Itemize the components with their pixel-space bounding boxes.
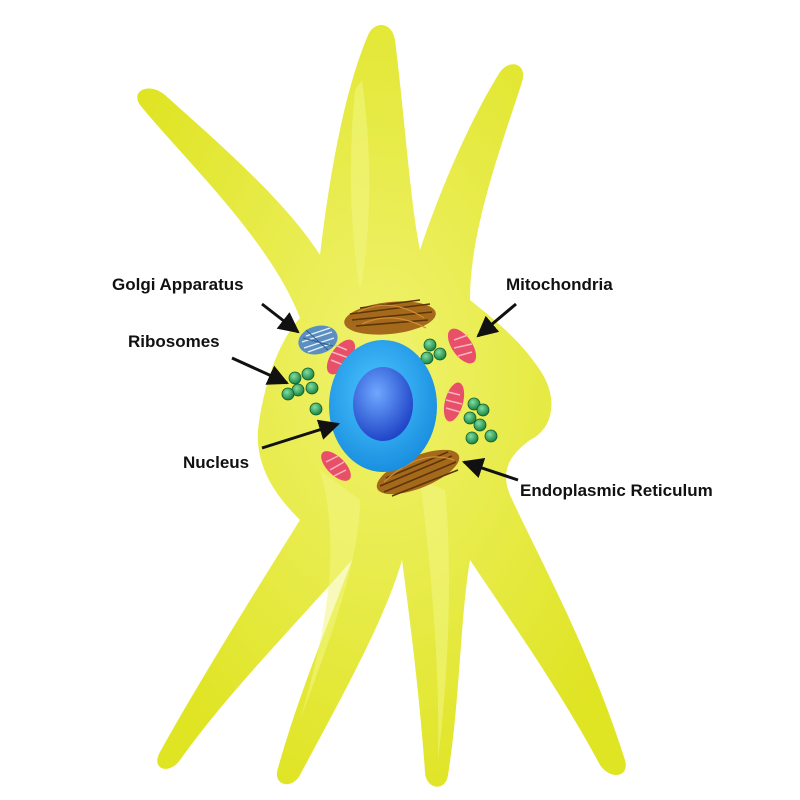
ribosomes-label: Ribosomes [128, 332, 220, 351]
mitochondrion [447, 328, 477, 364]
mitochondrion [443, 382, 465, 422]
cytoplasm-highlight [300, 80, 450, 760]
ribosome [433, 347, 447, 361]
ribosome [305, 381, 319, 395]
ribosome [423, 338, 437, 352]
nucleus-arrow [261, 419, 341, 450]
golgi-apparatus [298, 325, 338, 355]
er-label: Endoplasmic Reticulum [520, 481, 713, 500]
ribosome [484, 429, 498, 443]
mitochondria-label: Mitochondria [506, 275, 613, 294]
er-arrow [462, 458, 519, 482]
nucleus [329, 340, 437, 472]
ribosome [288, 371, 302, 385]
golgi-label: Golgi Apparatus [112, 275, 244, 294]
mitochondrion [321, 451, 351, 481]
nucleus-label: Nucleus [183, 453, 249, 472]
er-top [344, 299, 436, 335]
ribosome [463, 411, 477, 425]
ribosome [476, 403, 490, 417]
ribosome [465, 431, 479, 445]
ribosome [309, 402, 323, 416]
mitochondria-group [321, 328, 477, 481]
ribosome [281, 387, 295, 401]
er-bottom [376, 449, 460, 497]
ribosome [473, 418, 487, 432]
pointer-arrows [231, 302, 519, 482]
ribosome [301, 367, 315, 381]
ribosome [420, 351, 434, 365]
mitochondria-arrow [476, 302, 517, 338]
ribosomes-group [281, 338, 498, 445]
ribosomes-arrow [231, 356, 289, 385]
golgi-arrow [261, 302, 300, 334]
ribosome [467, 397, 481, 411]
